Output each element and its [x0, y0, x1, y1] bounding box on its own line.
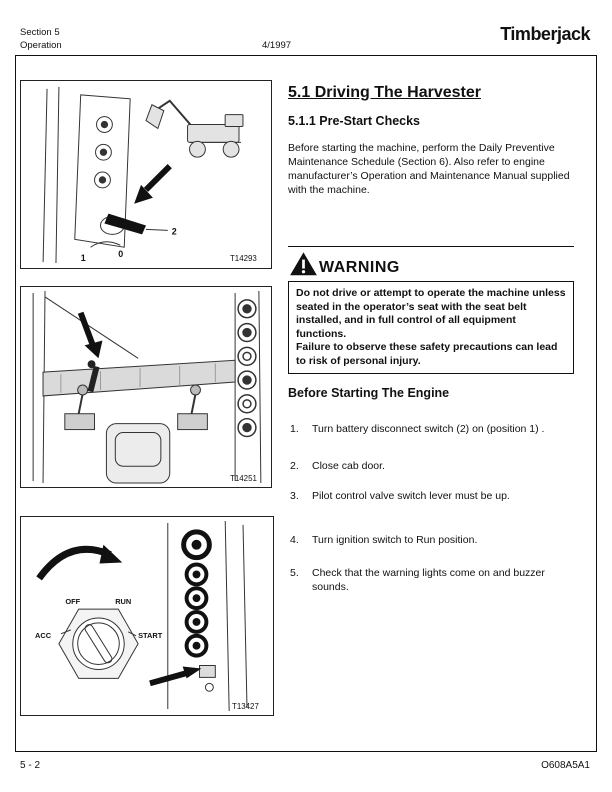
step-number: 4. — [290, 534, 299, 546]
pilot-valve-lever — [87, 360, 100, 393]
pos-off-label: OFF — [65, 597, 80, 606]
warning-text-box: Do not drive or attempt to operate the m… — [288, 281, 574, 374]
warning-title: WARNING — [319, 259, 400, 276]
step-number: 3. — [290, 490, 299, 502]
header-subsection: Operation — [20, 40, 62, 51]
step-item: 3. Pilot control valve switch lever must… — [290, 490, 572, 504]
footer-page-number: 5 - 2 — [20, 760, 41, 771]
step-text: Turn battery disconnect switch (2) on (p… — [312, 423, 545, 435]
pos-run-label: RUN — [115, 597, 131, 606]
page-title: 5.1 Driving The Harvester — [288, 84, 481, 101]
intro-paragraph: Before starting the machine, perform the… — [288, 142, 570, 196]
step-text: Pilot control valve switch lever must be… — [312, 490, 510, 502]
step-number: 5. — [290, 567, 299, 579]
ignition-switch-illustration: OFF RUN ACC START T13427 — [35, 520, 259, 711]
footer-doc-code: O608A5A1 — [541, 760, 590, 771]
header-section: Section 5 — [20, 27, 60, 38]
switch-position-arc — [90, 241, 121, 248]
harvester-machine-icon — [145, 99, 244, 158]
warning-block: WARNING Do not drive or attempt to opera… — [288, 246, 574, 374]
warning-text-2: Failure to observe these safety precauti… — [296, 341, 558, 367]
battery-disconnect-illustration: 2 1 0 T14293 — [42, 86, 257, 264]
step-text: Check that the warning lights come on an… — [312, 567, 545, 593]
ignition-switch-hexagon — [58, 608, 139, 679]
dashboard-band — [42, 359, 236, 397]
step-item: 2. Close cab door. — [290, 460, 572, 474]
joystick-consoles — [64, 384, 208, 431]
content-frame: 2 1 0 T14293 — [15, 55, 597, 752]
turn-direction-arrow — [36, 544, 123, 581]
gauge-column — [237, 299, 257, 438]
step-text: Close cab door. — [312, 460, 385, 472]
header-date: 4/1997 — [262, 40, 292, 51]
text-column: 5.1 Driving The Harvester 5.1.1 Pre-Star… — [288, 56, 580, 751]
step-item: 4. Turn ignition switch to Run position. — [290, 534, 572, 548]
step-number: 2. — [290, 460, 299, 472]
step-item: 1. Turn battery disconnect switch (2) on… — [290, 423, 572, 437]
brand-logo: Timberjack — [500, 24, 590, 44]
figure-number: T13427 — [232, 702, 259, 711]
label-0: 0 — [118, 249, 123, 259]
panel-frame — [42, 86, 131, 264]
step-text: Turn ignition switch to Run position. — [312, 534, 478, 546]
warning-triangle-icon — [290, 252, 317, 276]
switch-button-column — [181, 529, 212, 658]
step-number: 1. — [290, 423, 299, 435]
pointer-arrow — [134, 163, 172, 204]
cab-interior-illustration: T14251 — [32, 290, 262, 484]
step-item: 5. Check that the warning lights come on… — [290, 567, 572, 594]
pos-start-label: START — [138, 631, 163, 640]
figure-ignition-switch: OFF RUN ACC START T13427 — [20, 516, 274, 716]
label-2: 2 — [172, 226, 177, 236]
section-subtitle: 5.1.1 Pre-Start Checks — [288, 114, 421, 128]
before-starting-heading: Before Starting The Engine — [288, 386, 450, 400]
label-1: 1 — [81, 253, 86, 263]
figure-cab-interior: T14251 — [20, 286, 272, 488]
cab-frame — [32, 290, 262, 484]
warning-header: WARNING — [290, 252, 574, 277]
operator-seat — [105, 423, 171, 484]
figure-number: T14293 — [230, 254, 257, 263]
figure-battery-disconnect: 2 1 0 T14293 — [20, 80, 272, 269]
disconnect-switch-lever — [99, 213, 168, 235]
pointer-arrow — [77, 311, 103, 359]
figure-number: T14251 — [230, 474, 257, 483]
connector-and-arrow — [149, 665, 216, 692]
warning-text-1: Do not drive or attempt to operate the m… — [296, 287, 566, 340]
pos-acc-label: ACC — [35, 631, 52, 640]
